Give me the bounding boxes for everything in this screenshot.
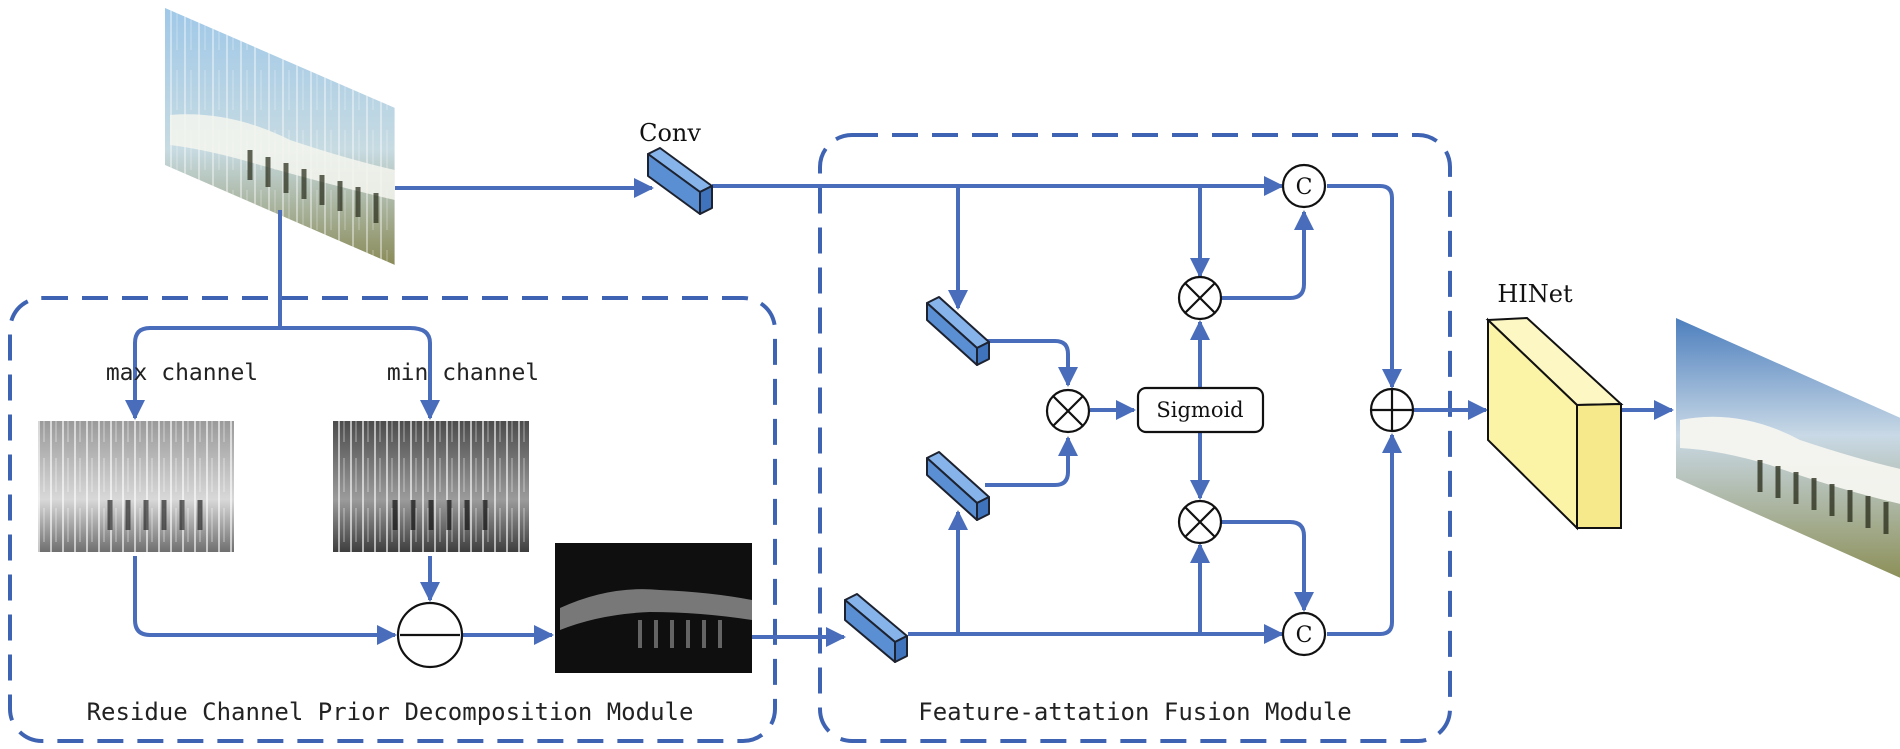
middle-left-feature-block <box>926 451 990 521</box>
residue-module-title: Residue Channel Prior Decomposition Modu… <box>87 698 694 726</box>
concat-symbol-bottom: C <box>1296 623 1313 648</box>
input-rainy-image <box>165 8 395 265</box>
center-multiply-node-times-icon <box>1045 388 1091 434</box>
min-channel-image <box>333 421 529 552</box>
concat-symbol-top: C <box>1296 175 1313 200</box>
residue-channel-image <box>555 543 752 673</box>
max-channel-image <box>38 421 234 552</box>
top-multiply-node-times-icon <box>1177 275 1223 321</box>
concat-node-top: C <box>1281 163 1327 209</box>
bottom-multiply-node-times-icon <box>1177 499 1223 545</box>
concat-node-bottom: C <box>1281 611 1327 657</box>
plus-node-plus-icon <box>1369 387 1415 433</box>
output-clean-image <box>1676 318 1900 578</box>
sigmoid-label: Sigmoid <box>1156 398 1243 422</box>
hinet-label: HINet <box>1497 280 1573 308</box>
min-channel-label: min channel <box>387 360 539 386</box>
fusion-module-title: Feature-attation Fusion Module <box>918 698 1351 726</box>
conv-feature-block <box>647 147 713 215</box>
upper-left-feature-block <box>926 296 990 366</box>
bottom-conv-feature-block <box>844 593 908 663</box>
subtract-node-minus-icon <box>396 601 464 669</box>
conv-label: Conv <box>639 119 701 147</box>
sigmoid-box: Sigmoid <box>1136 386 1265 434</box>
max-channel-label: max channel <box>106 360 258 386</box>
residue-module-border <box>8 296 777 743</box>
hinet-block <box>1485 316 1624 531</box>
fusion-module-border <box>818 133 1452 743</box>
connection-wires <box>125 176 1674 647</box>
